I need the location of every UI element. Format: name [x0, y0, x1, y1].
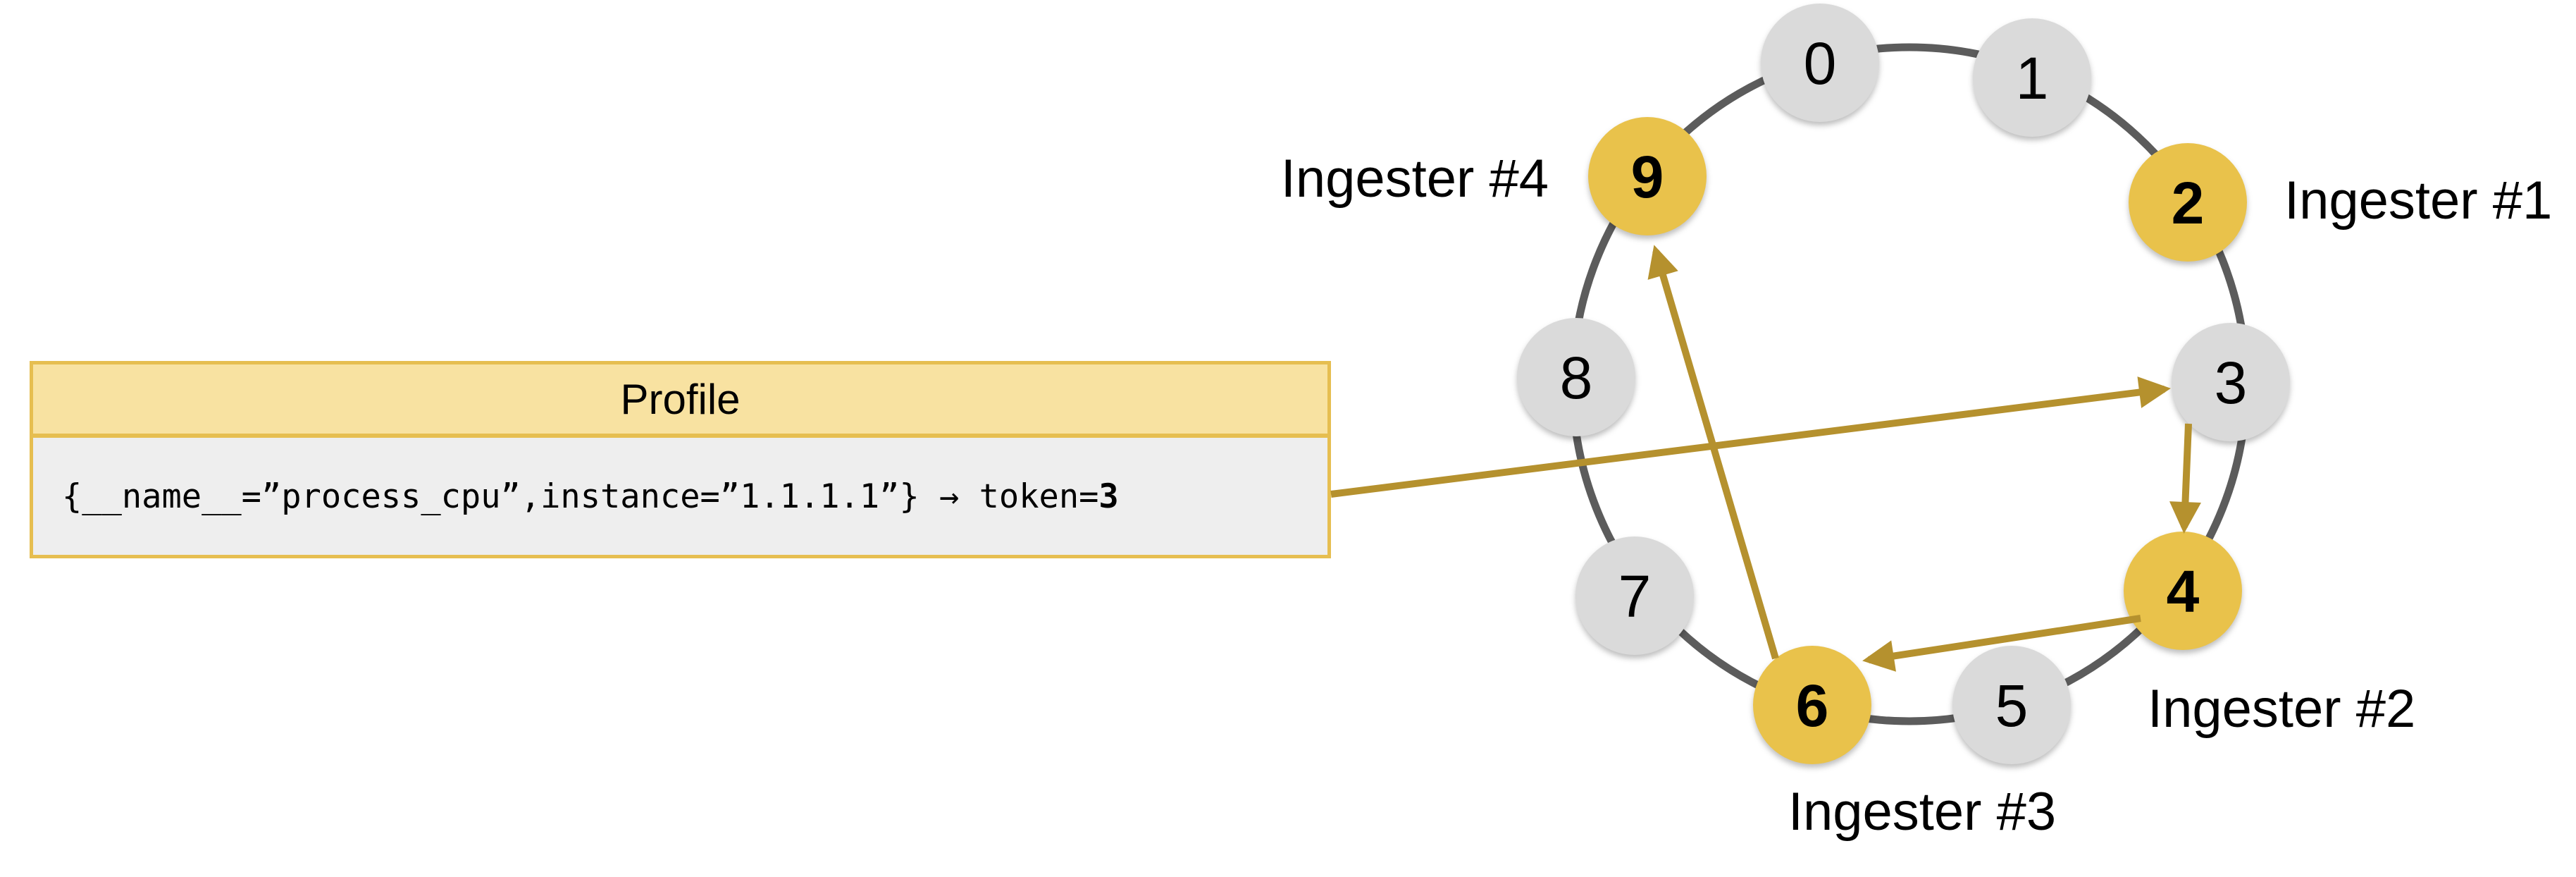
arrow-profile-to-token-3: [1330, 376, 2171, 498]
profile-card: Profile {__name__=”process_cpu”,instance…: [30, 361, 1331, 558]
ring-node-5: 5: [1952, 646, 2071, 764]
ring-node-0: 0: [1761, 4, 1879, 122]
ring-node-6-circle: [1753, 646, 1871, 764]
ring-node-6-token: 6: [1796, 673, 1829, 739]
ingester-3-label: Ingester #3: [1788, 782, 2056, 842]
ring-node-4: 4: [2124, 532, 2242, 650]
ring-node-9-token: 9: [1631, 144, 1664, 210]
ring-node-9: 9: [1588, 117, 1707, 235]
ring-node-7-circle: [1575, 536, 1694, 655]
ingester-1-label: Ingester #1: [2284, 171, 2552, 231]
ring-node-2-circle: [2129, 143, 2247, 262]
ring-node-1-circle: [1973, 18, 2091, 137]
ring-node-4-token: 4: [2167, 558, 2200, 625]
ring-node-4-circle: [2124, 532, 2242, 650]
ring-node-5-circle: [1952, 646, 2071, 764]
ring-node-9-circle: [1588, 117, 1707, 235]
ring-node-3: 3: [2172, 323, 2290, 441]
ring-node-6: 6: [1753, 646, 1871, 764]
series-selector-text: {__name__=”process_cpu”,instance=”1.1.1.…: [62, 477, 1099, 516]
series-selector-code: {__name__=”process_cpu”,instance=”1.1.1.…: [62, 477, 1119, 516]
token-value: 3: [1098, 477, 1119, 516]
ingester-2-label: Ingester #2: [2148, 679, 2415, 739]
ring-node-3-token: 3: [2215, 350, 2248, 416]
ring-node-7-token: 7: [1618, 563, 1652, 630]
ring-node-3-circle: [2172, 323, 2290, 441]
ring-node-5-token: 5: [1995, 673, 2029, 739]
arrow-token-4-to-token-6: [1862, 615, 2141, 672]
ingester-4-label: Ingester #4: [1281, 149, 1549, 209]
ring-node-8: 8: [1517, 318, 1635, 436]
arrow-token-3-to-token-4: [2169, 423, 2201, 534]
profile-card-title: Profile: [620, 375, 741, 423]
profile-card-body: {__name__=”process_cpu”,instance=”1.1.1.…: [33, 438, 1327, 555]
ring-node-2-token: 2: [2172, 170, 2205, 236]
ring-node-8-circle: [1517, 318, 1635, 436]
profile-card-header: Profile: [33, 364, 1327, 438]
ring-node-2: 2: [2129, 143, 2247, 262]
ring-node-1: 1: [1973, 18, 2091, 137]
arrow-token-6-to-token-9: [1647, 245, 1779, 660]
ring-node-7: 7: [1575, 536, 1694, 655]
ring-node-0-token: 0: [1804, 30, 1837, 97]
ring-node-0-circle: [1761, 4, 1879, 122]
ring-node-8-token: 8: [1560, 345, 1593, 411]
ring-node-1-token: 1: [2016, 45, 2049, 111]
